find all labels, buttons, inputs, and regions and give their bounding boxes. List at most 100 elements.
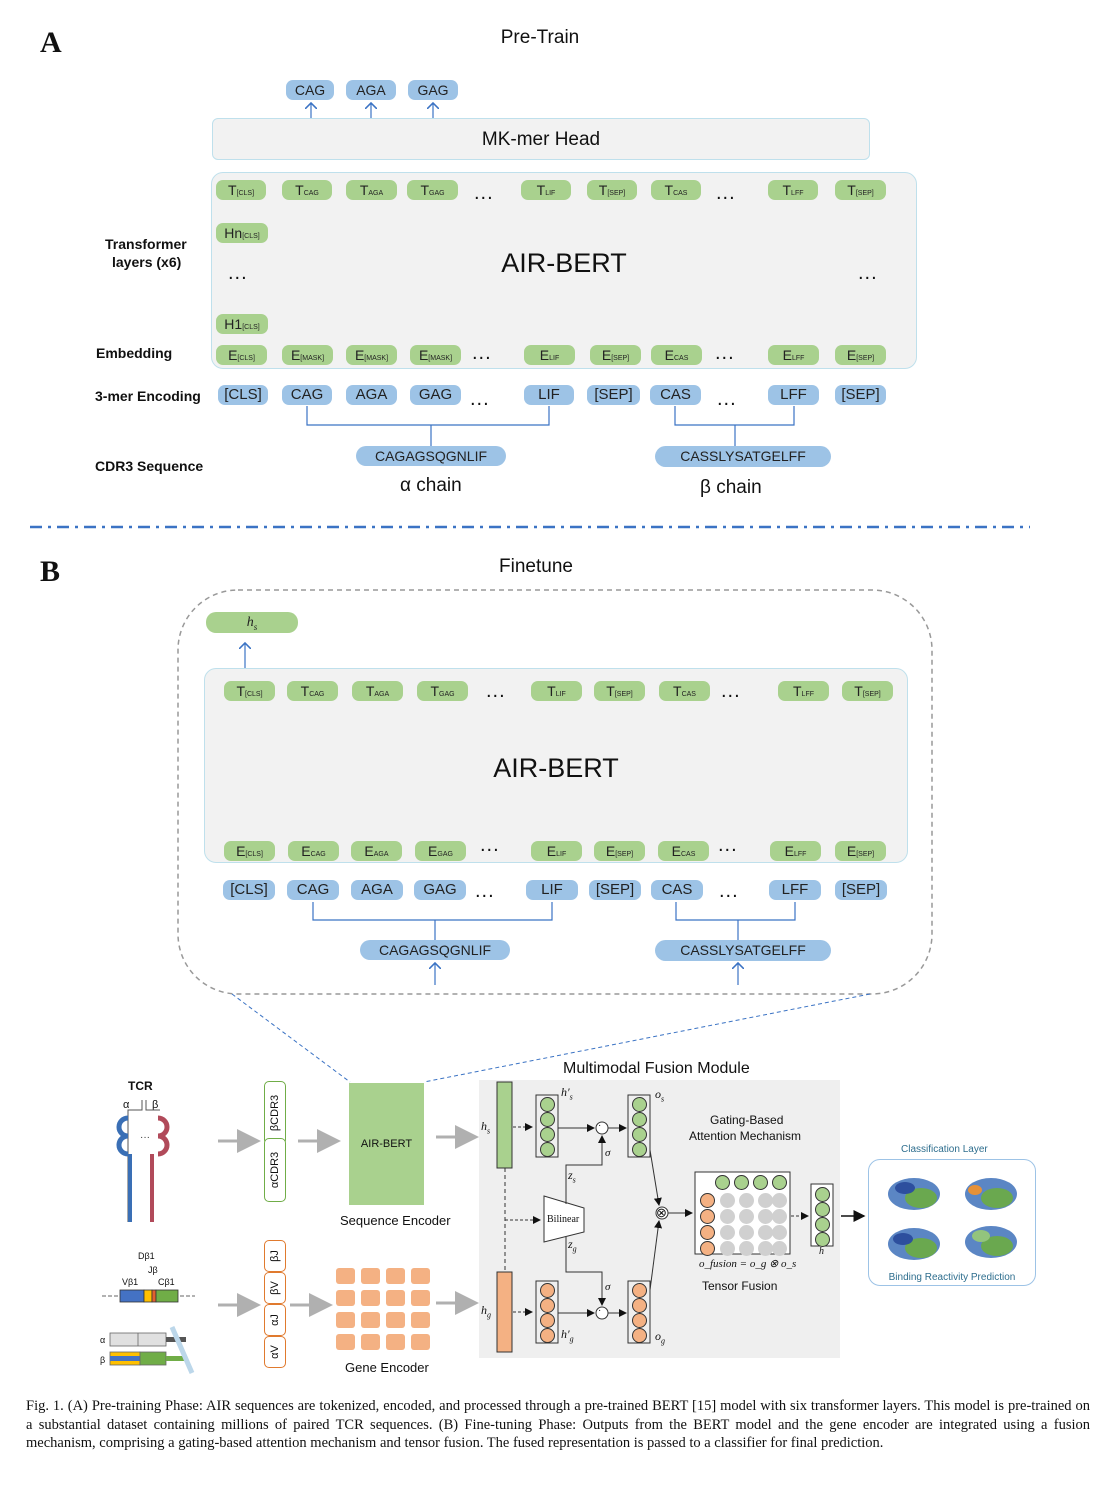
gene-encoder-cell (386, 1290, 405, 1306)
kmer-token-main: [CLS] (224, 386, 262, 403)
alpha-seq-pill: CAGAGSQGNLIF (356, 446, 506, 466)
og-sym-main: o (655, 1329, 661, 1343)
embedding-token-main: E (539, 347, 550, 363)
embedding-token-sub: GAG (437, 851, 453, 858)
neuron-circle (815, 1187, 830, 1202)
cbeta-label: Cβ1 (158, 1277, 175, 1287)
neuron-circle (540, 1097, 555, 1112)
neuron-circle (700, 1193, 715, 1208)
neuron-circle (540, 1142, 555, 1157)
transformer-output-token-sub: LIF (545, 190, 556, 197)
embedding-token: E[MASK] (282, 345, 333, 365)
embedding-token-sub: CAG (310, 851, 326, 858)
transformer-output-token-sub: [CLS] (245, 691, 263, 698)
transformer-label-2: layers (x6) (112, 254, 182, 270)
embedding-token-main: E (290, 347, 301, 363)
ellipsis: ... (228, 262, 248, 284)
embedding-token: ECAS (658, 841, 709, 861)
airbert-finetune-label: AIR-BERT (493, 753, 619, 783)
transformer-output-token: T[SEP] (842, 681, 893, 701)
kmer-token-main: [SEP] (594, 386, 633, 403)
zg-symbol: zg (568, 1237, 577, 1254)
tcr-label: TCR (128, 1079, 153, 1093)
embedding-token-main: E (354, 347, 365, 363)
prediction-label: Binding Reactivity Prediction (888, 1272, 1016, 1283)
gene-encoder-cell (361, 1268, 380, 1284)
kmer-token: [SEP] (835, 385, 886, 405)
airbert-pretrain-label: AIR-BERT (501, 248, 627, 278)
gene-encoder-cell (361, 1334, 380, 1350)
transformer-output-token-main: T (359, 182, 369, 198)
head-output-token: GAG (408, 80, 458, 100)
transformer-output-token-sub: CAG (303, 190, 319, 197)
classification-label: Classification Layer (901, 1144, 988, 1155)
embedding-token: E[MASK] (346, 345, 397, 365)
transformer-output-token: TGAG (417, 681, 468, 701)
transformer-output-token-main: T (300, 683, 310, 699)
embedding-token-main: E (428, 843, 438, 859)
embedding-token: E[CLS] (224, 841, 275, 861)
transformer-output-token-sub: [SEP] (855, 190, 874, 197)
kmer-token-main: CAG (296, 881, 330, 898)
neuron-circle (632, 1328, 647, 1343)
embedding-token: ELFF (768, 345, 819, 365)
sigma-top: σ (605, 1147, 611, 1159)
neuron-circle (700, 1241, 715, 1256)
gene-segment-icon (102, 1289, 195, 1374)
neuron-circle (815, 1202, 830, 1217)
transformer-output-token-sub: LFF (791, 190, 804, 197)
kmer-token: CAG (282, 385, 332, 405)
neuron-circle (700, 1225, 715, 1240)
gene-encoder-cell (411, 1312, 430, 1328)
gene-encoder-label: Gene Encoder (345, 1360, 429, 1375)
beta-v-tag: βV (264, 1272, 286, 1304)
neuron-circle (715, 1175, 730, 1190)
kmer-token-main: [SEP] (841, 386, 880, 403)
alpha-chain-label: α chain (400, 475, 462, 496)
transformer-label: Transformer (105, 236, 187, 252)
neuron-circle (540, 1298, 555, 1313)
neuron-circle (540, 1127, 555, 1142)
transformer-output-token-main: T (664, 182, 674, 198)
head-output-token: AGA (346, 80, 396, 100)
embedding-token-sub: LIF (556, 851, 567, 858)
neuron-circle (753, 1175, 768, 1190)
embedding-token-sub: [MASK] (428, 355, 453, 362)
hs-main: h (246, 615, 254, 630)
embedding-token-sub: AGA (373, 851, 389, 858)
kmer-token-main: [CLS] (230, 881, 268, 898)
embedding-token: E[CLS] (216, 345, 267, 365)
transformer-output-token-main: T (792, 683, 802, 699)
kmer-token-main: GAG (418, 386, 453, 403)
transformer-output-token-sub: GAG (439, 691, 455, 698)
kmer-token: GAG (410, 385, 461, 405)
neuron-circle (632, 1097, 647, 1112)
ellipsis: ... (718, 834, 738, 856)
protein-icon (965, 1178, 1017, 1210)
gene-encoder-cell (411, 1268, 430, 1284)
hs-sym-main: h (481, 1119, 487, 1133)
transformer-output-token: TAGA (352, 681, 403, 701)
kmer-token: [CLS] (223, 880, 275, 900)
kmer-token: AGA (346, 385, 397, 405)
transformer-output-token: TLIF (521, 180, 571, 200)
gene-encoder-cell (411, 1290, 430, 1306)
neuron-circle (540, 1313, 555, 1328)
kmer-token: CAS (650, 385, 701, 405)
gating-label: Gating-Based (710, 1113, 784, 1127)
ellipsis: ... (721, 680, 741, 702)
embedding-token: E[MASK] (410, 345, 461, 365)
h1-main: H1 (224, 316, 243, 332)
alpha-seq-pill-b: CAGAGSQGNLIF (360, 940, 510, 960)
hn-main: Hn (224, 225, 243, 241)
embedding-token-sub: [CLS] (245, 851, 263, 858)
jbeta-label: Jβ (148, 1265, 158, 1275)
gene-encoder-grid (336, 1268, 432, 1350)
hg-sym-main: h (481, 1303, 487, 1317)
kmer-token: CAS (651, 880, 703, 900)
figure-caption: Fig. 1. (A) Pre-training Phase: AIR sequ… (26, 1398, 1090, 1451)
kmer-token: CAG (287, 880, 339, 900)
neuron-circle (632, 1127, 647, 1142)
neuron-circle (739, 1193, 754, 1208)
gene-alpha-label: α (100, 1335, 106, 1345)
